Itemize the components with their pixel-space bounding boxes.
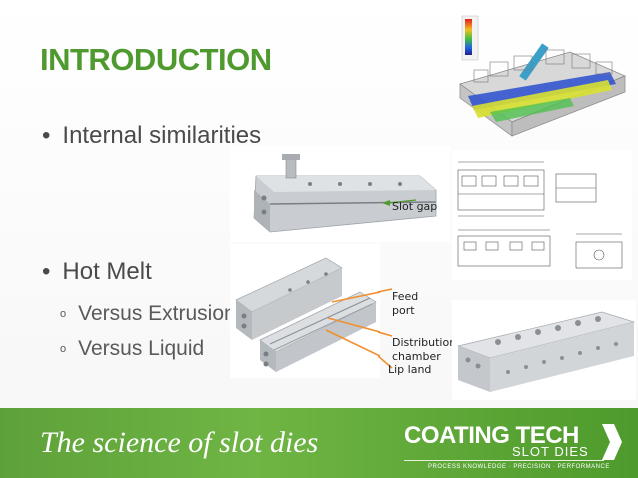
label-lip-land: Lip land (388, 363, 432, 376)
bullet-text: Internal similarities (62, 122, 262, 149)
subitem-text: Versus Liquid (78, 337, 205, 360)
bullet-text: Hot Melt (62, 258, 152, 285)
sub-marker: o (60, 343, 67, 356)
bullet-marker: • (42, 258, 51, 285)
slide-title: INTRODUCTION (40, 42, 272, 77)
callout-arrows (378, 288, 393, 369)
subitem-text: Versus Extrusion (78, 302, 236, 325)
bullet-marker: • (42, 122, 51, 149)
footer-tagline: The science of slot dies (40, 426, 319, 459)
coating-tech-logo: COATING TECH SLOT DIES PROCESS KNOWLEDGE… (400, 420, 630, 472)
logo-name: COATING TECH (404, 422, 579, 449)
logo-chevron-icon (602, 424, 622, 460)
label-feed-port-line2: port (392, 304, 415, 317)
sub-marker: o (60, 308, 67, 321)
cfd-simulation-image (459, 15, 626, 137)
label-feed-port-line1: Feed (392, 290, 419, 303)
logo-divider (404, 460, 604, 461)
logo-motto: PROCESS KNOWLEDGE · PRECISION · PERFORMA… (428, 464, 610, 470)
footer-banner: The science of slot dies COATING TECH SL… (0, 408, 638, 478)
manifold-photo (452, 300, 636, 400)
label-slot-gap: Slot gap (392, 200, 438, 213)
subitem-versus-liquid: o Versus Liquid (60, 337, 204, 361)
die-parts-photo (230, 244, 380, 378)
label-distribution-line1: Distribution (392, 336, 457, 349)
bullet-hot-melt: • Hot Melt (42, 258, 152, 286)
subitem-versus-extrusion: o Versus Extrusion (60, 302, 236, 326)
logo-subtitle: SLOT DIES (512, 444, 589, 459)
bullet-internal-similarities: • Internal similarities (42, 122, 261, 150)
slot-die-photo (230, 146, 450, 242)
label-distribution-line2: chamber (392, 350, 441, 363)
engineering-drawing (452, 150, 632, 280)
